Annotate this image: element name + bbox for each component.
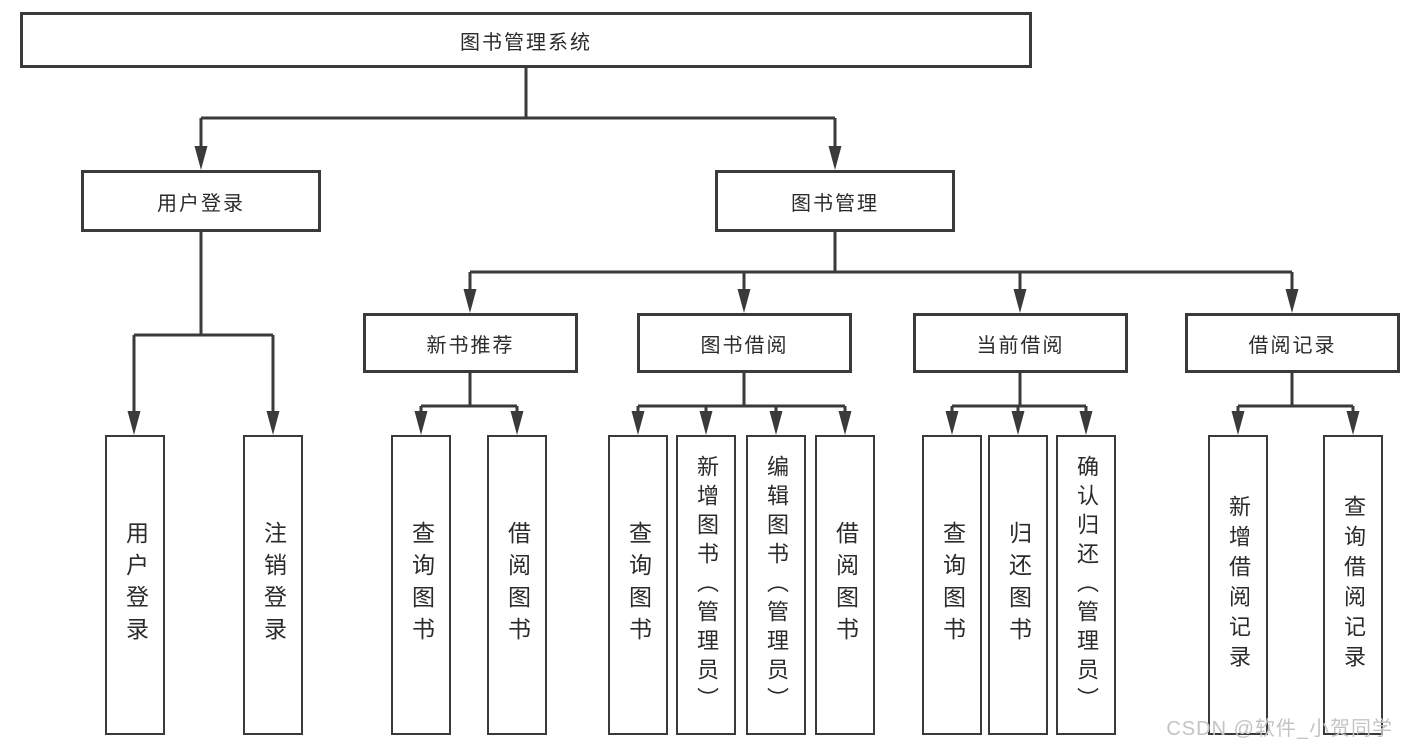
node-borrowing-records: 借阅记录: [1185, 313, 1400, 373]
node-label: 新增图书（管理员）: [694, 454, 719, 716]
node-label: 借阅记录: [1248, 334, 1337, 357]
csdn-watermark: CSDN @软件_小贺同学: [1166, 718, 1393, 740]
node-label: 用户登录: [122, 521, 149, 649]
node-label: 查询图书: [408, 521, 435, 649]
leaf-add-books-admin: 新增图书（管理员）: [676, 435, 736, 735]
node-user-login-branch: 用户登录: [81, 170, 321, 232]
node-book-borrowing: 图书借阅: [637, 313, 852, 373]
leaf-edit-books-admin: 编辑图书（管理员）: [746, 435, 806, 735]
node-book-management-branch: 图书管理: [715, 170, 955, 232]
leaf-return-books: 归还图书: [988, 435, 1048, 735]
node-book-management-system: 图书管理系统: [20, 12, 1032, 68]
node-label: 确认归还（管理员）: [1074, 454, 1099, 716]
leaf-query-borrow-record: 查询借阅记录: [1323, 435, 1383, 735]
node-label: 新书推荐: [426, 334, 515, 357]
node-label: 查询图书: [625, 521, 652, 649]
leaf-borrow-books-recommend: 借阅图书: [487, 435, 547, 735]
leaf-add-borrow-record: 新增借阅记录: [1208, 435, 1268, 735]
leaf-query-books-recommend: 查询图书: [391, 435, 451, 735]
node-label: 借阅图书: [832, 521, 859, 649]
leaf-user-login: 用户登录: [105, 435, 165, 735]
leaf-logout-login: 注销登录: [243, 435, 303, 735]
node-label: 查询借阅记录: [1341, 495, 1366, 675]
node-label: 编辑图书（管理员）: [764, 454, 789, 716]
node-new-book-recommendation: 新书推荐: [363, 313, 578, 373]
node-label: 当前借阅: [976, 334, 1065, 357]
leaf-query-books-current: 查询图书: [922, 435, 982, 735]
leaf-query-books-borrowing: 查询图书: [608, 435, 668, 735]
node-label: 注销登录: [260, 521, 287, 649]
node-label: 图书管理: [791, 192, 879, 215]
node-label: 图书借阅: [700, 334, 789, 357]
node-current-borrowing: 当前借阅: [913, 313, 1128, 373]
node-label: 归还图书: [1005, 521, 1032, 649]
node-label: 借阅图书: [504, 521, 531, 649]
leaf-confirm-return-admin: 确认归还（管理员）: [1056, 435, 1116, 735]
node-label: 新增借阅记录: [1226, 495, 1251, 675]
leaf-borrow-books-borrowing: 借阅图书: [815, 435, 875, 735]
node-label: 查询图书: [939, 521, 966, 649]
node-label: 用户登录: [157, 192, 245, 215]
node-label: 图书管理系统: [460, 31, 592, 54]
